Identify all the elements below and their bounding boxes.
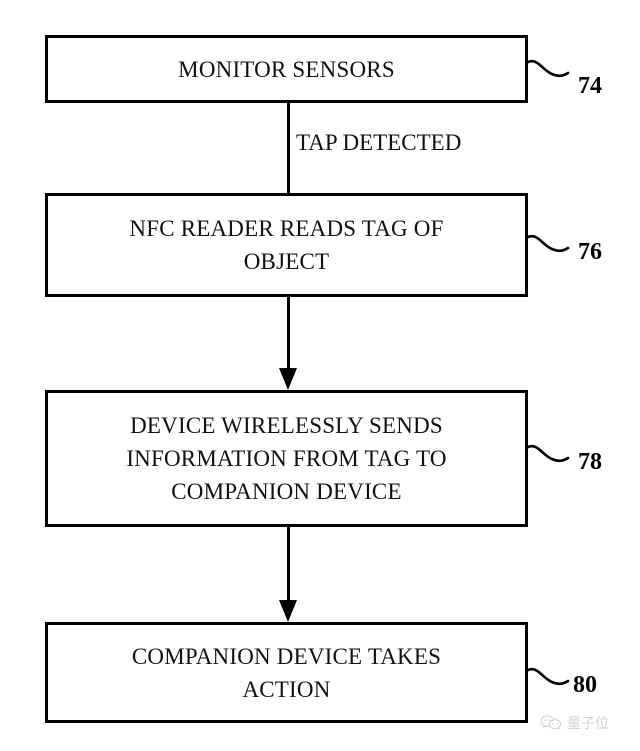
reference-numeral-76: 76 [578, 239, 602, 265]
arrow-down-icon [279, 368, 297, 390]
flowchart-node-80: COMPANION DEVICE TAKES ACTION [45, 622, 528, 723]
flowchart-connector-78-80 [287, 527, 290, 603]
reference-numeral-78: 78 [578, 449, 602, 475]
flowchart-node-78-label: DEVICE WIRELESSLY SENDS INFORMATION FROM… [126, 413, 447, 504]
flowchart-node-76-label: NFC READER READS TAG OF OBJECT [129, 216, 444, 274]
wechat-logo-icon [540, 715, 562, 730]
flowchart-node-80-label: COMPANION DEVICE TAKES ACTION [131, 643, 442, 702]
reference-leader-78 [526, 444, 570, 463]
reference-numeral-80: 80 [573, 672, 597, 698]
arrow-down-icon [279, 600, 297, 622]
watermark-text: 量子位 [567, 716, 609, 732]
flowchart-edge-label-tap-detected: TAP DETECTED [296, 130, 462, 155]
flowchart-node-76: NFC READER READS TAG OF OBJECT [45, 193, 528, 297]
flowchart-node-78: DEVICE WIRELESSLY SENDS INFORMATION FROM… [45, 390, 528, 527]
watermark: 量子位 [540, 713, 609, 733]
flowchart-connector-74-76 [287, 103, 290, 193]
reference-numeral-74: 74 [578, 73, 602, 99]
flowchart-node-74-label: MONITOR SENSORS [178, 56, 395, 82]
reference-leader-76 [526, 234, 570, 253]
reference-leader-80 [526, 667, 570, 686]
flowchart-node-74: MONITOR SENSORS [45, 35, 528, 103]
reference-leader-74 [526, 59, 570, 78]
flowchart-connector-76-78 [287, 297, 290, 372]
